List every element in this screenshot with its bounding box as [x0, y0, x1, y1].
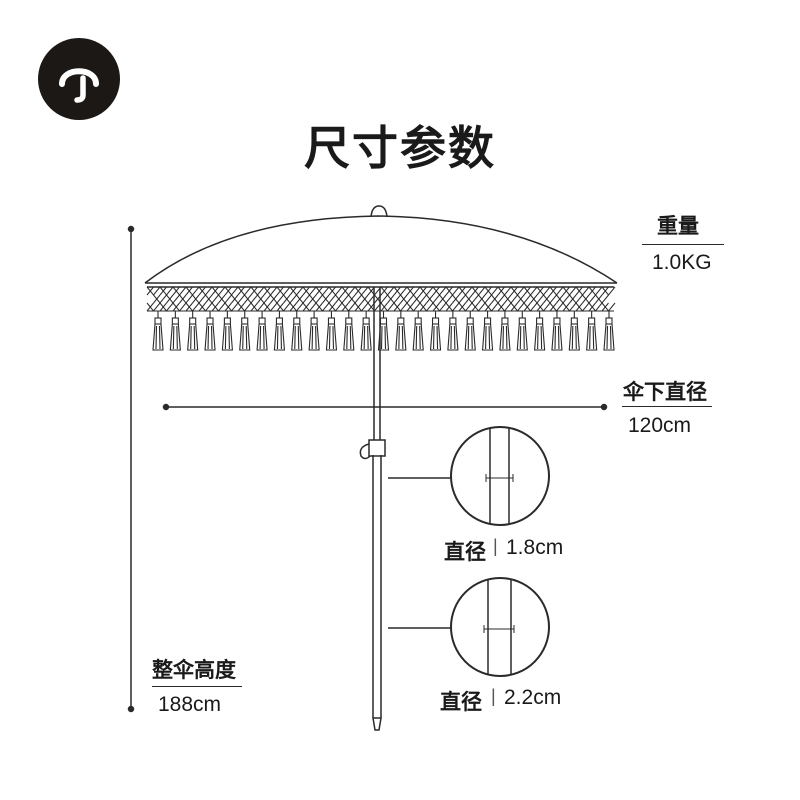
tassel [412, 311, 424, 351]
total-height-label: 整伞高度 [152, 658, 236, 682]
tassel [221, 311, 233, 351]
tassel [256, 311, 268, 351]
tassel [499, 311, 511, 351]
canopy [144, 205, 618, 288]
weight-value: 1.0KG [652, 251, 712, 274]
tassel [395, 311, 407, 351]
pole-diameter-lower-value: 2.2cm [504, 686, 562, 709]
pole-detail-upper [450, 426, 550, 526]
tassel [308, 311, 320, 351]
tassel [568, 311, 580, 351]
tassel [447, 311, 459, 351]
pole-diameter-lower-separator: | [491, 686, 496, 706]
weight-divider [642, 244, 724, 245]
tassel [291, 311, 303, 351]
total-height-divider [152, 686, 242, 687]
page-title: 尺寸参数 [304, 121, 496, 175]
canopy-diameter-divider [622, 406, 712, 407]
tassel [429, 311, 442, 351]
pole-diameter-upper-separator: | [493, 536, 498, 556]
tassel [187, 311, 199, 351]
tassel [152, 311, 164, 351]
tassel [360, 311, 372, 351]
tassel [169, 311, 181, 351]
tassel [534, 311, 546, 351]
tassel [603, 311, 615, 351]
diameter-dimension-line [162, 403, 608, 411]
pole-diameter-lower-label: 直径 [440, 690, 482, 714]
canopy-diameter-label: 伞下直径 [623, 380, 707, 404]
tassel [586, 311, 598, 351]
pole-diameter-upper-label: 直径 [444, 540, 486, 564]
tassel [377, 311, 390, 351]
brand-logo-icon [38, 38, 120, 120]
tassel [204, 311, 216, 351]
tassel [551, 311, 563, 351]
tassel [516, 311, 528, 351]
tassel [239, 311, 251, 351]
tassel [464, 311, 476, 351]
pole-diameter-upper-value: 1.8cm [506, 536, 564, 559]
tassels [152, 311, 615, 351]
pole-detail-lower [450, 577, 550, 677]
tassel [325, 311, 338, 351]
weight-label: 重量 [657, 214, 699, 238]
canopy-diameter-value: 120cm [628, 414, 692, 437]
tassel [481, 311, 494, 351]
pole [359, 287, 386, 731]
total-height-value: 188cm [158, 693, 222, 716]
tassel [273, 311, 286, 351]
height-dimension-line [127, 225, 135, 713]
macrame-fringe [146, 286, 616, 312]
tassel [343, 311, 355, 351]
